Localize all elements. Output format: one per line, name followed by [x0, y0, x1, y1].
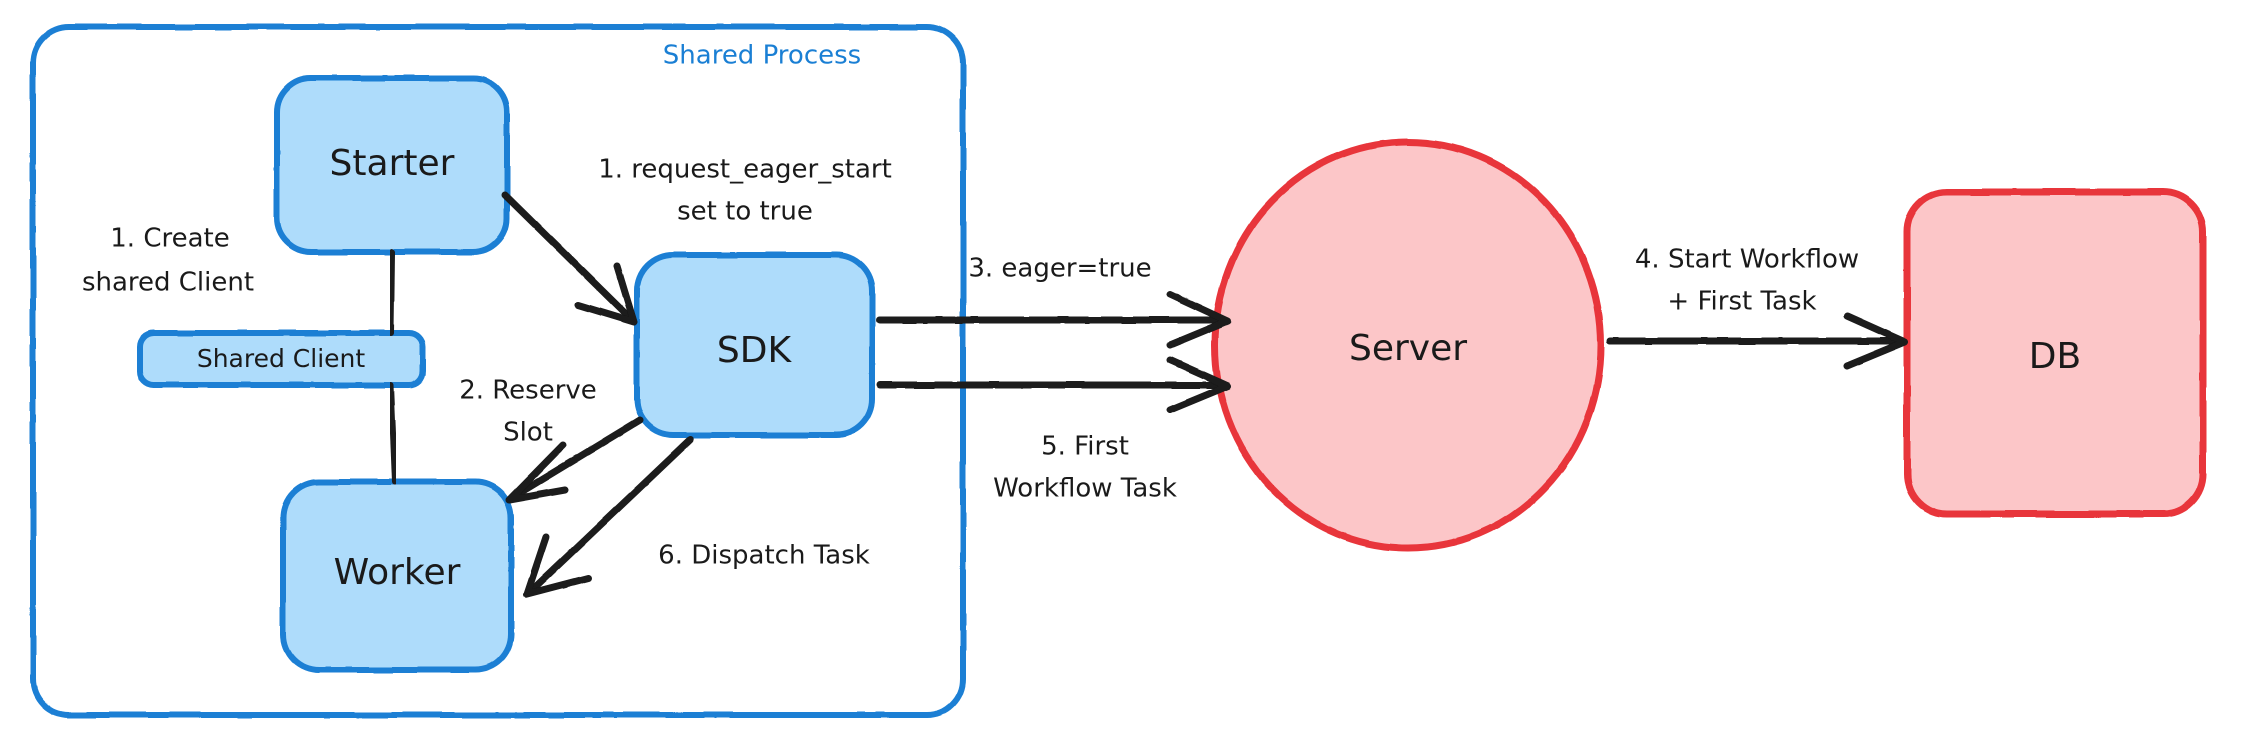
sdk-label: SDK — [717, 330, 793, 371]
arrowhead-reserve-slot — [505, 441, 569, 504]
connector-starter-to-shared-client — [388, 249, 395, 336]
shared-client-label: Shared Client — [197, 344, 366, 373]
node-starter[interactable]: Starter — [274, 75, 510, 255]
edge-label-first-workflow-task-line1: 5. First — [1041, 432, 1129, 462]
shared-process-boundary — [30, 24, 966, 718]
edge-label-start-workflow-line2: + First Task — [1667, 287, 1816, 317]
node-server[interactable]: Server — [1211, 138, 1605, 552]
shared-process-label: Shared Process — [663, 41, 861, 71]
db-shape — [1903, 188, 2207, 518]
arrowhead-server-to-db — [1843, 312, 1909, 370]
edge-first-workflow-task — [876, 356, 1232, 414]
starter-label: Starter — [330, 143, 455, 184]
edge-label-reserve-slot-line1: 2. Reserve — [459, 376, 597, 406]
arrow-line-sdk-to-worker-reserve — [509, 416, 644, 501]
edge-starter-shared-client-worker — [388, 249, 398, 485]
node-db[interactable]: DB — [1903, 188, 2207, 518]
sdk-shape — [634, 252, 875, 438]
worker-label: Worker — [334, 552, 461, 593]
edge-dispatch-task — [523, 436, 694, 598]
node-worker[interactable]: Worker — [280, 479, 514, 673]
group-shared-process — [30, 24, 966, 718]
edge-eager-true — [876, 290, 1232, 349]
node-shared-client[interactable]: Shared Client — [137, 330, 426, 388]
arrowhead-first-workflow-task — [1166, 356, 1232, 414]
edge-label-first-workflow-task-line2: Workflow Task — [993, 474, 1177, 504]
node-sdk[interactable]: SDK — [634, 252, 875, 438]
arrow-line-starter-to-sdk — [501, 191, 634, 322]
edge-label-dispatch-task: 6. Dispatch Task — [658, 541, 870, 571]
edge-label-start-workflow-line1: 4. Start Workflow — [1635, 245, 1859, 275]
connector-shared-client-to-worker — [388, 382, 398, 485]
arrowhead-starter-to-sdk — [574, 262, 638, 326]
edge-label-request-eager-start-line2: set to true — [677, 197, 813, 227]
arrowhead-eager-true — [1166, 290, 1232, 349]
shared-client-shape — [137, 330, 426, 388]
edge-request-eager-start — [501, 191, 638, 326]
arrowhead-dispatch-task — [523, 533, 592, 598]
server-shape — [1211, 138, 1605, 552]
arrow-line-sdk-to-worker-dispatch — [528, 436, 694, 594]
server-label: Server — [1349, 328, 1467, 369]
edge-label-create-shared-client-line2: shared Client — [82, 268, 254, 298]
edge-reserve-slot — [505, 416, 644, 504]
edge-label-request-eager-start-line1: 1. request_eager_start — [598, 155, 892, 185]
edge-label-eager-true: 3. eager=true — [968, 254, 1151, 284]
db-label: DB — [2029, 336, 2081, 377]
edge-label-reserve-slot-line2: Slot — [503, 418, 553, 448]
edge-label-create-shared-client-line1: 1. Create — [110, 224, 229, 254]
edge-start-workflow-first-task — [1606, 312, 1909, 370]
